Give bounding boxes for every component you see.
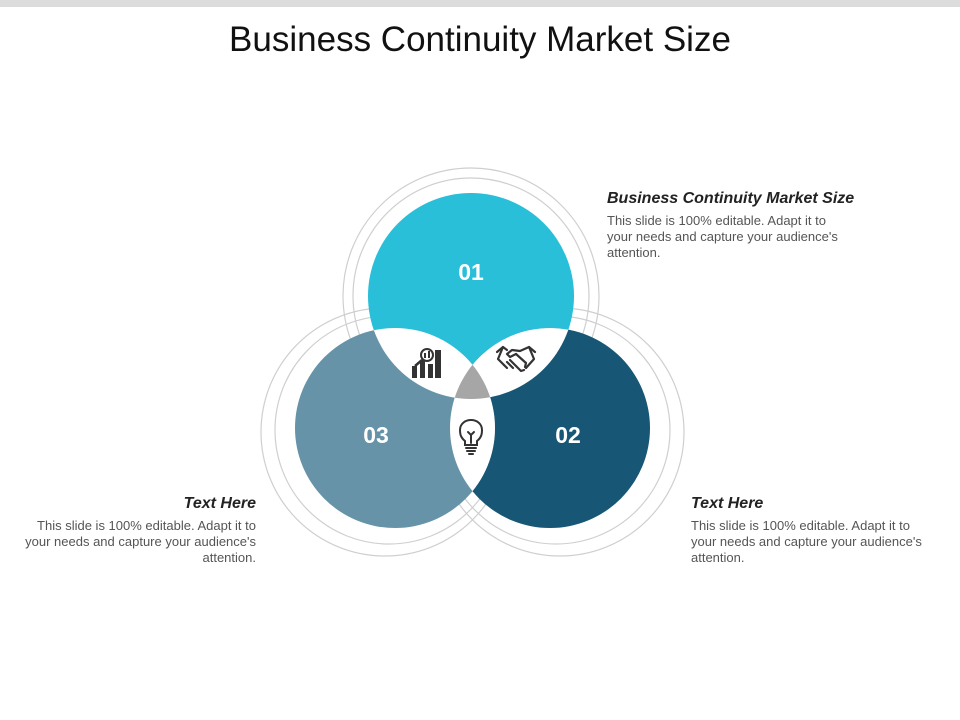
text-block-top-right: Business Continuity Market Size This sli… [607,189,907,261]
circle-01-number: 01 [458,259,484,285]
analytics-chart-icon [412,348,441,378]
circle-03-number: 03 [363,422,389,448]
text-block-heading: Business Continuity Market Size [607,190,855,207]
lightbulb-icon [458,418,484,455]
text-block-bottom-right: Text Here This slide is 100% editable. A… [691,494,960,566]
top-bar [0,0,960,7]
handshake-icon [495,345,537,373]
text-block-heading: Text Here [691,495,764,512]
lens-01-02 [450,328,574,399]
lens-01-03 [368,328,495,399]
text-block-heading: Text Here [183,495,256,512]
text-block-body: This slide is 100% editable. Adapt it to… [25,518,256,565]
page-title: Business Continuity Market Size [229,20,731,59]
circle-02-number: 02 [555,422,581,448]
text-block-body: This slide is 100% editable. Adapt it to… [607,213,838,260]
text-block-body: This slide is 100% editable. Adapt it to… [691,518,922,565]
text-block-bottom-left: Text Here This slide is 100% editable. A… [0,494,256,566]
